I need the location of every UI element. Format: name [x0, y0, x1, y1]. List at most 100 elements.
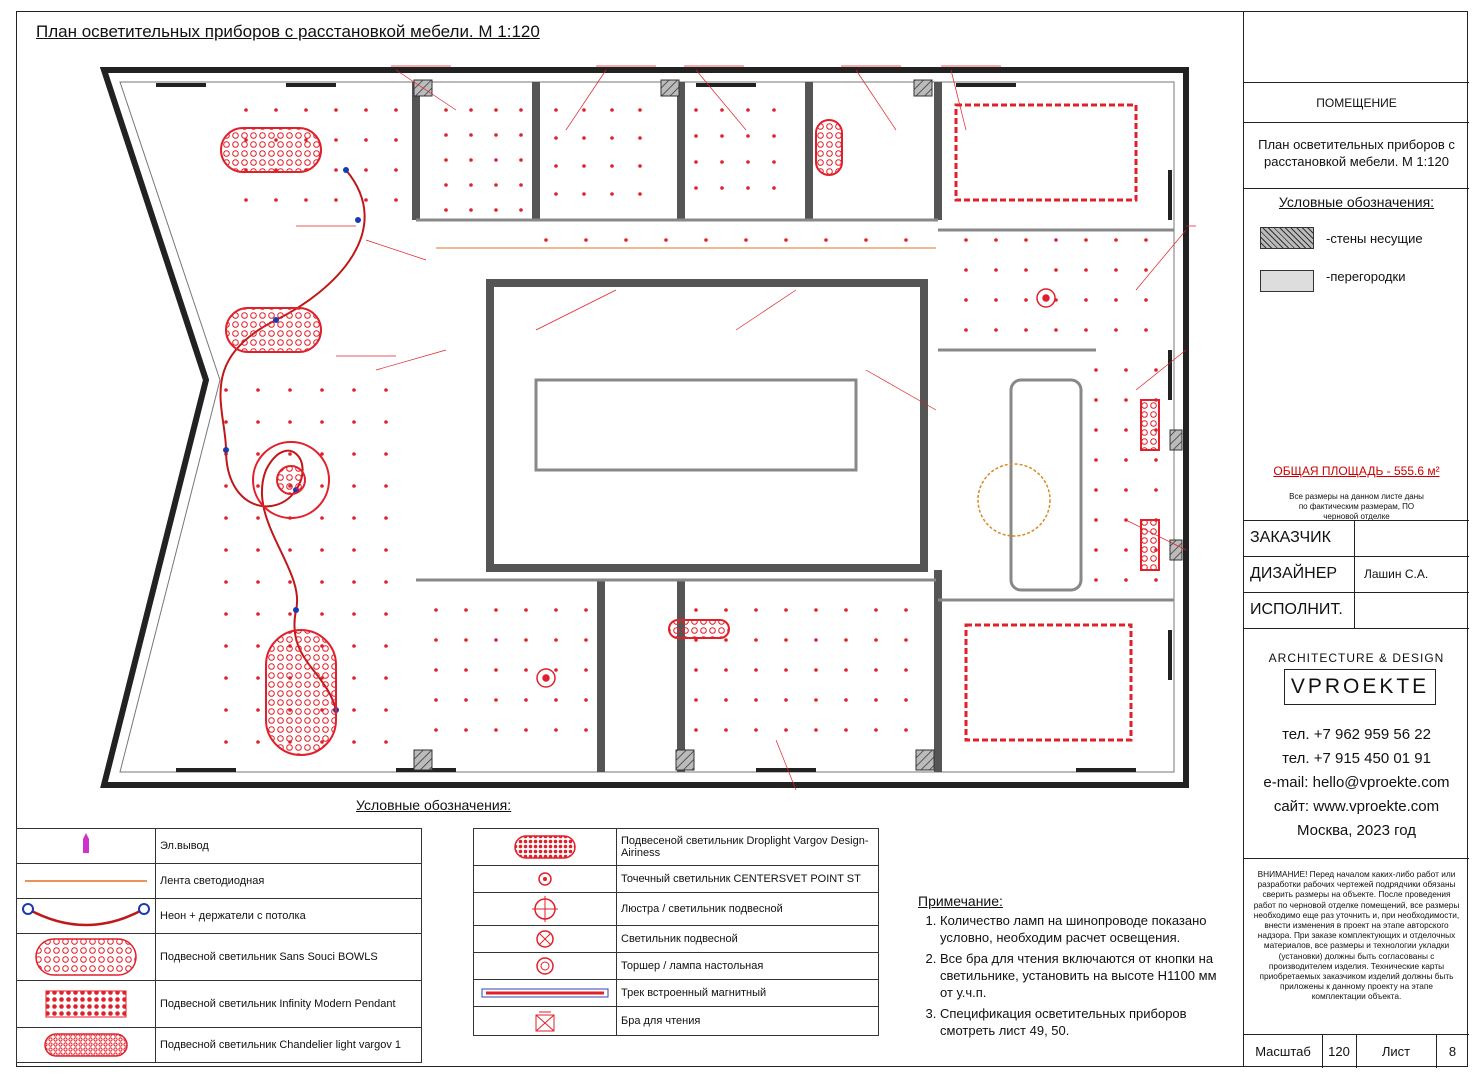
- spot-light: [384, 740, 388, 744]
- spot-light: [224, 740, 228, 744]
- spot-light: [904, 668, 908, 672]
- spot-light: [1154, 488, 1158, 492]
- spot-light: [694, 134, 698, 138]
- spot-light: [256, 612, 260, 616]
- notes-heading: Примечание:: [918, 893, 1003, 909]
- spot-light: [874, 728, 878, 732]
- spot-light: [584, 608, 588, 612]
- spot-light: [494, 728, 498, 732]
- spot-light: [464, 668, 468, 672]
- spot-light: [964, 238, 968, 242]
- legend-symbol: [473, 925, 617, 953]
- spot-light: [352, 388, 356, 392]
- spot-light: [772, 160, 776, 164]
- spot-light: [224, 484, 228, 488]
- spot-light: [244, 108, 248, 112]
- sheet-label: Лист: [1356, 1035, 1437, 1068]
- spot-light: [524, 698, 528, 702]
- spot-light: [352, 580, 356, 584]
- spot-light: [694, 186, 698, 190]
- spot-light: [334, 198, 338, 202]
- spot-light: [720, 186, 724, 190]
- spot-light: [320, 452, 324, 456]
- spot-light: [364, 108, 368, 112]
- spot-light: [384, 708, 388, 712]
- spot-light: [224, 548, 228, 552]
- spot-light: [554, 638, 558, 642]
- legend-heading: Условные обозначения:: [356, 797, 512, 813]
- neon-line: [219, 169, 366, 711]
- spot-light: [469, 208, 473, 212]
- spot-light: [256, 452, 260, 456]
- droplight-icon: [514, 835, 576, 859]
- legend-symbol: [16, 1027, 156, 1063]
- spot-light: [444, 158, 448, 162]
- spot-light: [304, 198, 308, 202]
- spot-light: [288, 548, 292, 552]
- title-block: ПОМЕЩЕНИЕ План осветительных приборов с …: [1243, 11, 1469, 1068]
- spot-light: [469, 108, 473, 112]
- spot-light: [288, 420, 292, 424]
- legend-row: Эл.вывод: [16, 828, 422, 864]
- spot-light: [544, 238, 548, 242]
- legend-row: Светильник подвесной: [473, 925, 879, 953]
- spot-light: [494, 608, 498, 612]
- spot-light: [224, 708, 228, 712]
- spot-light: [720, 134, 724, 138]
- spot-light: [874, 698, 878, 702]
- legend-symbol: [16, 828, 156, 864]
- spot-light: [394, 168, 398, 172]
- spot-light: [1114, 238, 1118, 242]
- city-year: Москва, 2023 год: [1297, 822, 1416, 839]
- spot-light: [464, 728, 468, 732]
- note-item: Все бра для чтения включаются от кнопки …: [940, 950, 1218, 1001]
- spot-light: [494, 158, 498, 162]
- spot-light: [320, 484, 324, 488]
- spot-light: [724, 728, 728, 732]
- spot-light: [784, 698, 788, 702]
- spot-light: [584, 698, 588, 702]
- legend-row: Подвесной светильник Infinity Modern Pen…: [16, 980, 422, 1028]
- spot-light: [352, 676, 356, 680]
- legend-symbol: [16, 898, 156, 934]
- spot-light: [352, 516, 356, 520]
- spot-light: [384, 388, 388, 392]
- spot-light: [638, 108, 642, 112]
- spot-light: [784, 728, 788, 732]
- legend-label: Торшер / лампа настольная: [616, 952, 879, 980]
- spot-light: [224, 388, 228, 392]
- spot-light: [320, 612, 324, 616]
- pendant-light-icon: [536, 930, 554, 948]
- spot-light: [784, 608, 788, 612]
- spot-light: [638, 164, 642, 168]
- spot-light: [694, 638, 698, 642]
- bearing-wall-swatch: [1260, 227, 1314, 249]
- spot-light: [288, 580, 292, 584]
- spot-light: [256, 388, 260, 392]
- bearing-wall-blocks: [413, 79, 1183, 771]
- spot-light: [519, 158, 523, 162]
- legend-table-right: Подвесеной светильник Droplight Vargov D…: [473, 828, 879, 1036]
- spot-light: [964, 298, 968, 302]
- spot-light: [394, 198, 398, 202]
- spot-light: [784, 668, 788, 672]
- spot-light: [256, 516, 260, 520]
- spot-light: [256, 644, 260, 648]
- spot-light: [1144, 298, 1148, 302]
- spot-light: [352, 612, 356, 616]
- spot-light: [256, 420, 260, 424]
- spot-light: [754, 608, 758, 612]
- spot-light: [224, 612, 228, 616]
- spot-light: [256, 548, 260, 552]
- spot-light: [864, 238, 868, 242]
- spot-light: [352, 548, 356, 552]
- spot-light: [1124, 398, 1128, 402]
- spot-light: [814, 698, 818, 702]
- spot-light: [874, 668, 878, 672]
- spot-light: [494, 208, 498, 212]
- spot-light: [554, 164, 558, 168]
- spot-light: [244, 198, 248, 202]
- spot-light: [694, 108, 698, 112]
- spot-light: [1084, 238, 1088, 242]
- spot-light: [994, 328, 998, 332]
